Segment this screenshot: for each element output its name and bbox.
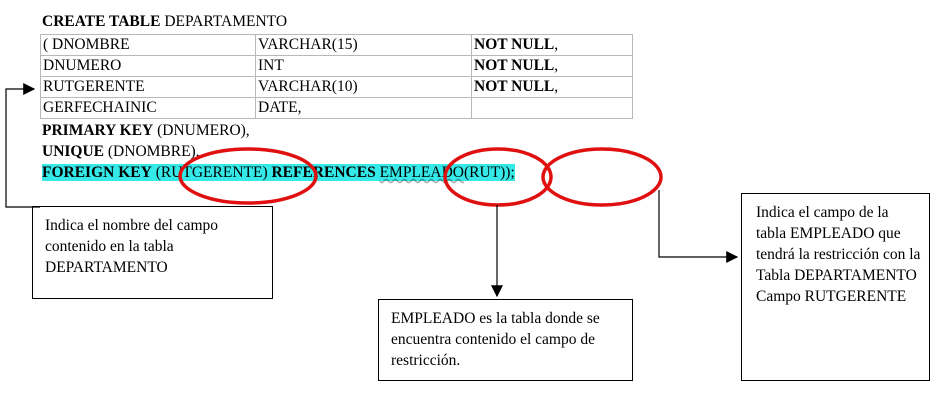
- column-type: INT: [255, 55, 472, 77]
- unique-keyword: UNIQUE: [42, 143, 105, 160]
- column-name: ( DNOMBRE: [40, 34, 256, 56]
- column-name: DNUMERO: [40, 55, 256, 77]
- foreign-key-highlight: FOREIGN KEY (RUTGERENTE) REFERENCES EMPL…: [42, 164, 515, 181]
- annotation-box-middle: EMPLEADO es la tabla donde se encuentra …: [378, 299, 633, 381]
- annotation-middle-text: EMPLEADO es la tabla donde se encuentra …: [391, 310, 600, 369]
- table-row: ( DNOMBRE VARCHAR(15) NOT NULL,: [40, 34, 633, 56]
- column-type: VARCHAR(10): [255, 76, 472, 98]
- annotation-right-text: Indica el campo de la tabla EMPLEADO que…: [756, 204, 921, 305]
- column-constraint: NOT NULL,: [471, 55, 633, 77]
- unique-value: (DNOMBRE),: [107, 143, 200, 160]
- annotation-left-text: Indica el nombre del campo contenido en …: [45, 217, 219, 276]
- column-constraint: NOT NULL,: [471, 76, 633, 98]
- annotation-box-left: Indica el nombre del campo contenido en …: [32, 206, 273, 299]
- column-type: DATE,: [255, 97, 472, 119]
- table-row: RUTGERENTE VARCHAR(10) NOT NULL,: [40, 76, 633, 98]
- referenced-table: EMPLEADO: [379, 164, 464, 181]
- arrow-left-connector: [5, 83, 40, 208]
- primary-key-keyword: PRIMARY KEY: [42, 122, 154, 139]
- referenced-column: (RUT));: [463, 164, 515, 181]
- primary-key-line: PRIMARY KEY (DNUMERO),: [42, 121, 250, 141]
- create-table-line: CREATE TABLE DEPARTAMENTO: [42, 12, 287, 32]
- foreign-key-column: (RUTGERENTE): [155, 164, 268, 181]
- column-name: GERFECHAINIC: [40, 97, 256, 119]
- references-keyword: REFERENCES: [271, 164, 376, 181]
- foreign-key-line: FOREIGN KEY (RUTGERENTE) REFERENCES EMPL…: [42, 163, 515, 183]
- columns-table: ( DNOMBRE VARCHAR(15) NOT NULL, DNUMERO …: [40, 34, 633, 119]
- column-type: VARCHAR(15): [255, 34, 472, 56]
- column-constraint: [471, 97, 633, 119]
- table-name: DEPARTAMENTO: [164, 13, 288, 30]
- table-row: GERFECHAINIC DATE,: [40, 97, 633, 119]
- table-row: DNUMERO INT NOT NULL,: [40, 55, 633, 77]
- column-constraint: NOT NULL,: [471, 34, 633, 56]
- annotation-box-right: Indica el campo de la tabla EMPLEADO que…: [741, 193, 930, 381]
- foreign-key-keyword: FOREIGN KEY: [42, 164, 152, 181]
- create-table-keyword: CREATE TABLE: [42, 13, 161, 30]
- unique-line: UNIQUE (DNOMBRE),: [42, 142, 200, 162]
- primary-key-value: (DNUMERO),: [157, 122, 250, 139]
- highlight-ellipse-rut: [541, 147, 663, 207]
- arrow-right-connector: [658, 190, 739, 263]
- column-name: RUTGERENTE: [40, 76, 256, 98]
